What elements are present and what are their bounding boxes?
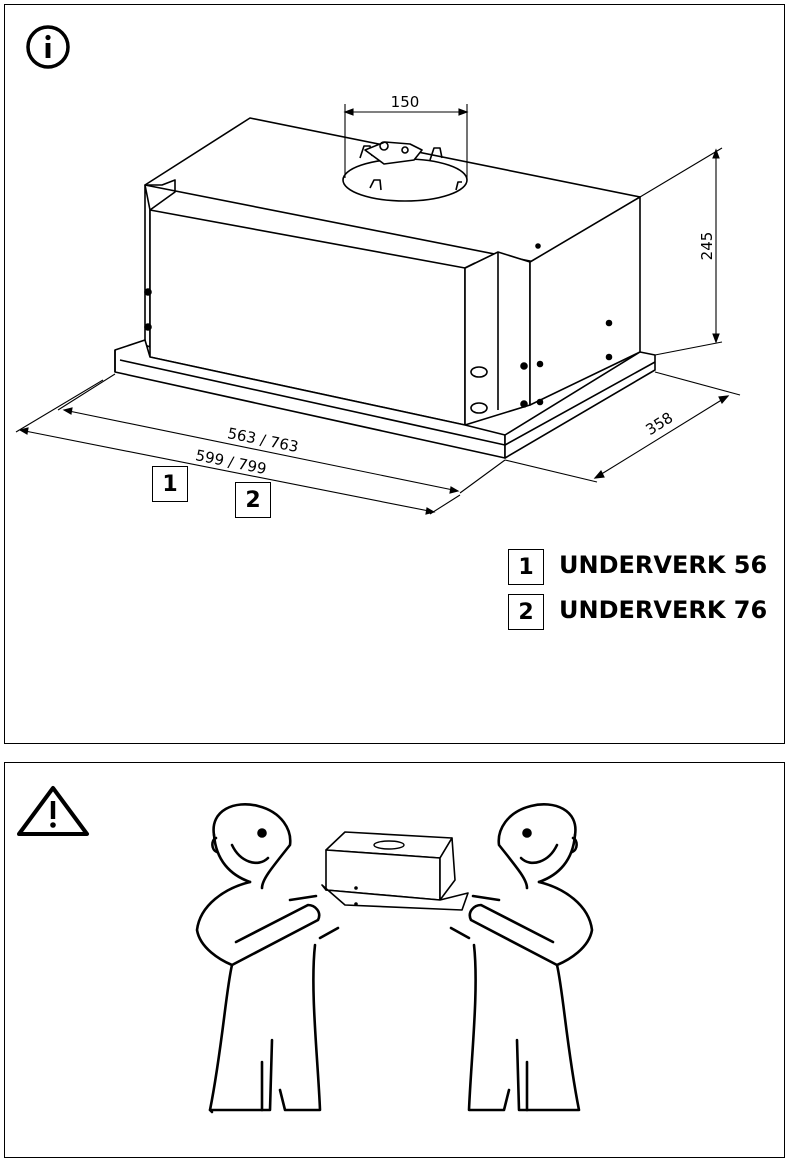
duct-dimension-label: 150: [391, 93, 420, 111]
variant-marker-1: 1: [152, 466, 188, 502]
range-hood-drawing: [114, 117, 656, 459]
legend-model-name-2: UNDERVERK 76: [559, 596, 768, 624]
depth-dimension-label: 358: [642, 409, 676, 439]
variant-marker-2: 2: [235, 482, 271, 518]
legend-number-2: 2: [508, 594, 544, 630]
two-people-carrying-hood: [195, 803, 594, 1114]
height-dimension-label: 245: [698, 232, 716, 261]
warning-triangle-icon: [17, 786, 89, 836]
info-icon: [26, 25, 70, 69]
legend-number-1: 1: [508, 549, 544, 585]
legend-model-name-1: UNDERVERK 56: [559, 551, 768, 579]
warning-panel: [4, 762, 785, 1158]
outer-width-label: 599 / 799: [194, 446, 268, 478]
dimension-lines: [15, 104, 741, 515]
